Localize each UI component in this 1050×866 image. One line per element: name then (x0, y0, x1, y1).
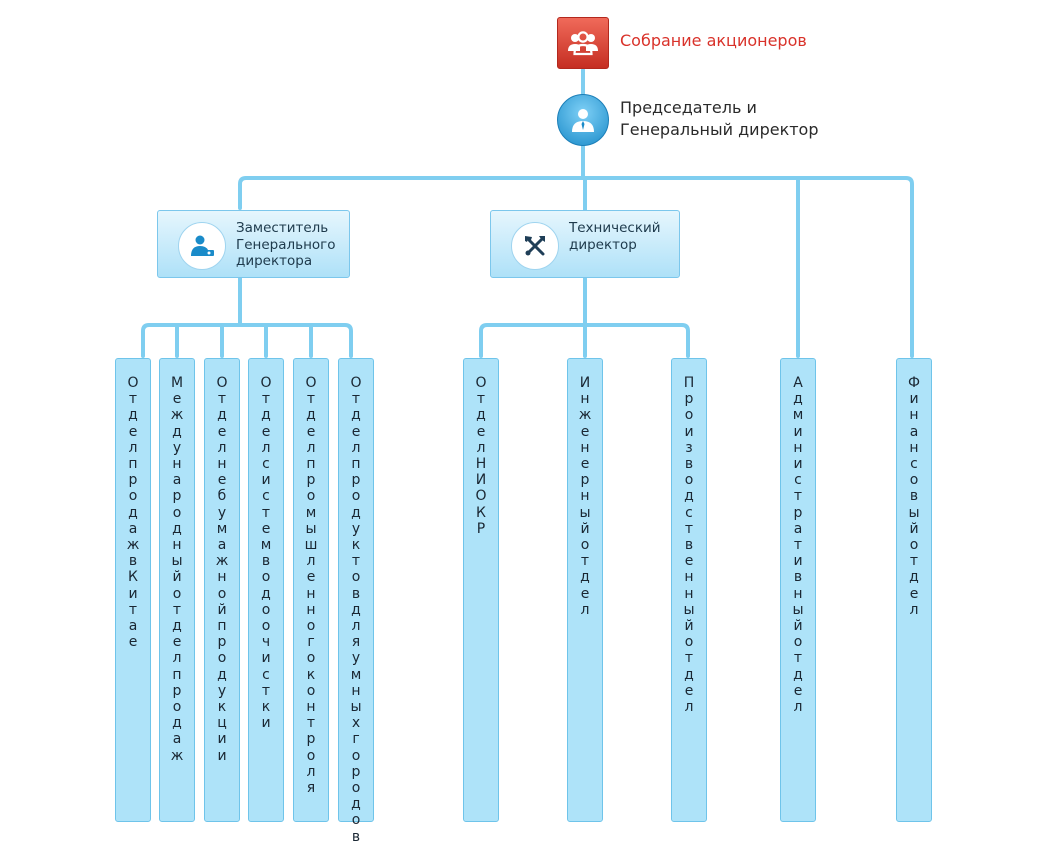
tools-icon (525, 236, 545, 256)
shareholders-node[interactable] (557, 17, 609, 69)
user-card-icon (191, 235, 214, 256)
deputy-director-label: Заместитель Генерального директора (236, 220, 336, 269)
connector-deputy-bus-horizontal (141, 323, 353, 358)
technical-icon-circle (511, 222, 559, 270)
shareholders-label: Собрание акционеров (620, 31, 807, 50)
people-icon (568, 31, 598, 56)
technical-director-node[interactable]: Технический директор (490, 210, 680, 278)
connector-top-bus (238, 176, 914, 358)
chairman-label: Председатель и Генеральный директор (620, 98, 819, 139)
chairman-node[interactable] (557, 94, 609, 146)
deputy-director-node[interactable]: Заместитель Генерального директора (157, 210, 350, 278)
deputy-icon-circle (178, 222, 226, 270)
businessman-icon (572, 109, 594, 132)
technical-director-label: Технический директор (569, 220, 661, 253)
